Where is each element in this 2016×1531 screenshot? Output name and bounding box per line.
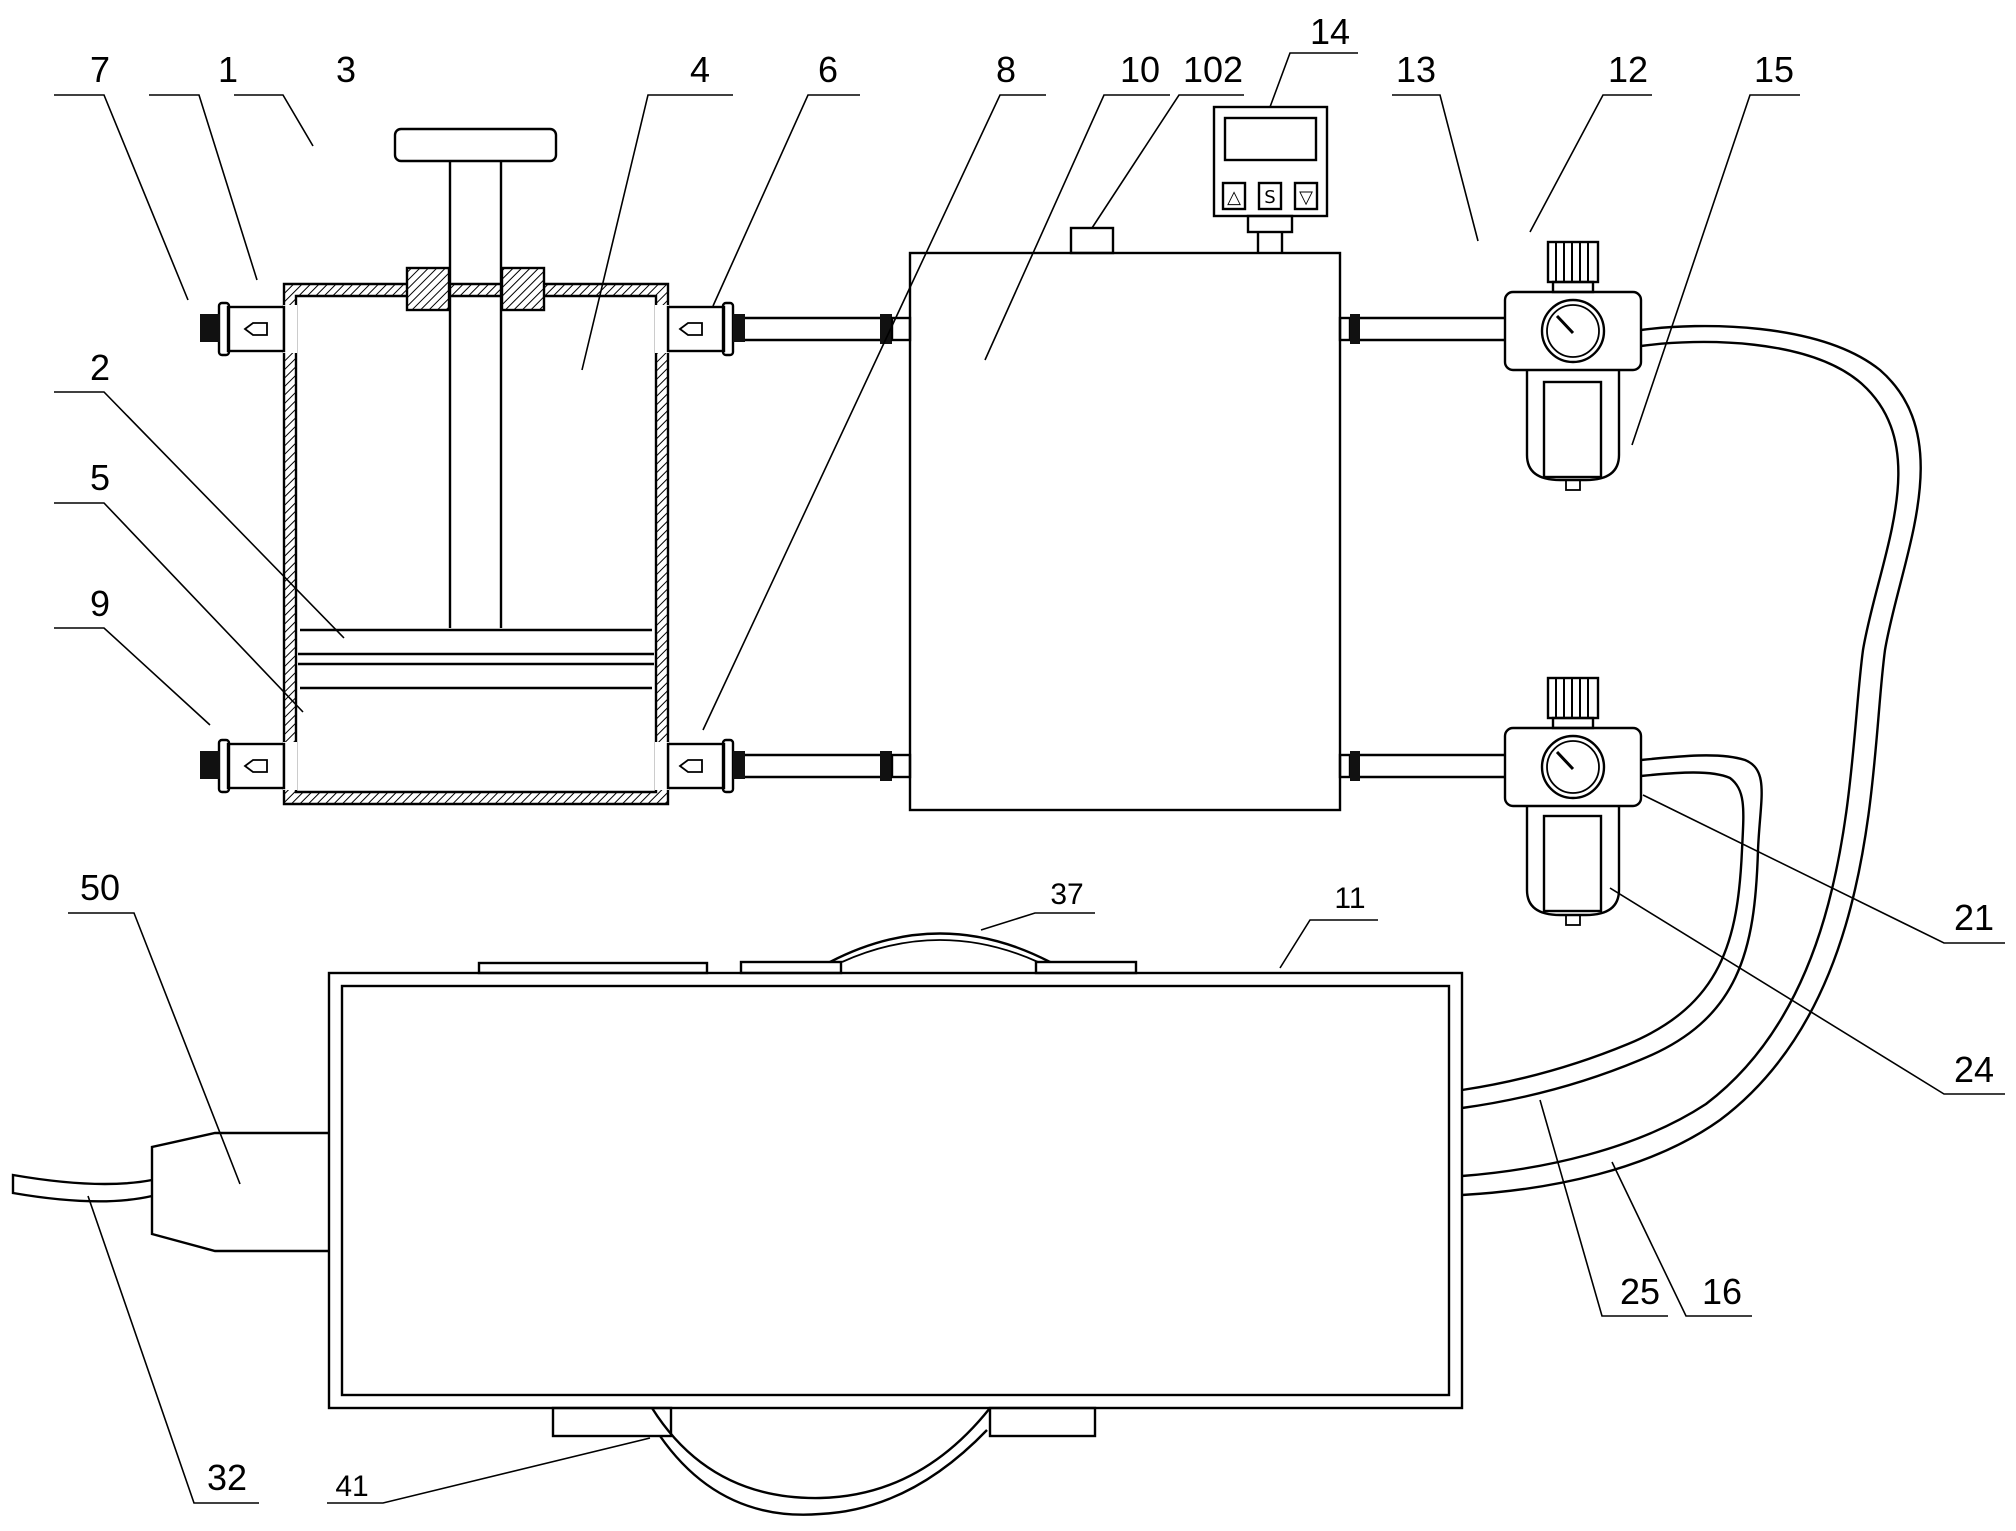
label-11: 11	[1334, 882, 1365, 915]
label-8: 8	[996, 49, 1016, 90]
label-12: 12	[1608, 49, 1648, 90]
seal-block-right	[500, 266, 546, 312]
filter-regulator-bottom[interactable]	[1503, 676, 1643, 926]
label-50: 50	[80, 867, 120, 908]
top-port	[1069, 226, 1115, 255]
top-handle[interactable]	[829, 932, 1051, 964]
handle[interactable]	[393, 127, 558, 163]
nozzle	[150, 1131, 329, 1253]
main-chamber	[11, 932, 1464, 1516]
cable	[11, 1173, 153, 1203]
label-3: 3	[336, 49, 356, 90]
cylinder-assembly	[200, 127, 912, 806]
label-4: 4	[690, 49, 710, 90]
up-arrow-icon[interactable]	[1221, 181, 1247, 211]
controller-display	[1223, 116, 1318, 162]
label-102: 102	[1183, 49, 1243, 90]
label-15: 15	[1754, 49, 1794, 90]
hose-16	[1461, 324, 1922, 1197]
down-button-label: ▽	[1299, 187, 1313, 208]
set-button-label: S	[1264, 187, 1275, 208]
seal-block-left	[405, 266, 451, 312]
label-2: 2	[90, 347, 110, 388]
set-icon[interactable]	[1257, 181, 1283, 211]
label-24: 24	[1954, 1049, 1994, 1090]
label-25: 25	[1620, 1271, 1660, 1312]
up-button-label: △	[1227, 187, 1241, 208]
reference-labels: 7 1 3 4 6 8 10 102 14 13 12 15 2 5 9 50 …	[80, 11, 1994, 1503]
pressure-gauge-bottom	[1540, 734, 1606, 800]
label-9: 9	[90, 583, 110, 624]
cylinder-wall	[282, 282, 670, 806]
label-10: 10	[1120, 49, 1160, 90]
label-7: 7	[90, 49, 110, 90]
filter-regulator-top[interactable]	[1503, 240, 1643, 491]
label-13: 13	[1396, 49, 1436, 90]
valve-right-top[interactable]	[666, 301, 912, 357]
label-5: 5	[90, 457, 110, 498]
label-41: 41	[335, 1470, 368, 1503]
leader-lines	[54, 52, 2005, 1504]
label-14: 14	[1310, 11, 1350, 52]
hose-25	[1461, 754, 1763, 1110]
pressure-gauge-top	[1540, 298, 1606, 364]
piston	[298, 628, 654, 690]
label-6: 6	[818, 49, 838, 90]
label-37: 37	[1050, 878, 1083, 911]
controller[interactable]: △ S ▽	[1212, 105, 1329, 253]
bottom-handle[interactable]	[650, 1407, 991, 1500]
valve-left-bottom[interactable]	[200, 738, 286, 794]
pressure-box: △ S ▽	[908, 105, 1505, 812]
valve-right-bottom[interactable]	[666, 738, 912, 794]
label-16: 16	[1702, 1271, 1742, 1312]
down-arrow-icon[interactable]	[1293, 181, 1319, 211]
label-1: 1	[218, 49, 238, 90]
label-32: 32	[207, 1457, 247, 1498]
label-21: 21	[1954, 897, 1994, 938]
valve-left-top[interactable]	[200, 301, 286, 357]
